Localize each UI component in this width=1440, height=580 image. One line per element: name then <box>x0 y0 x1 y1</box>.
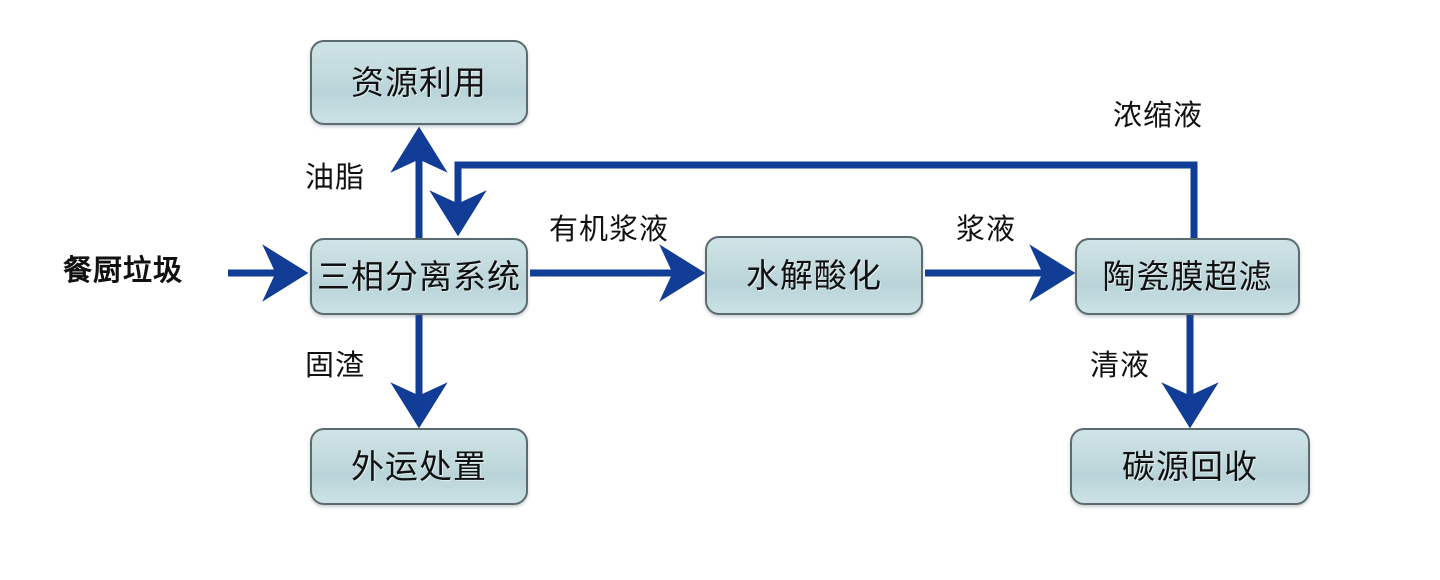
edge-label-concentrate: 浓缩液 <box>1113 98 1204 132</box>
edge-label-kitchen-waste: 餐厨垃圾 <box>63 253 184 287</box>
edge-label-clear-liquid: 清液 <box>1090 348 1151 382</box>
node-external-transport-disposal[interactable]: 外运处置 <box>310 428 528 505</box>
edge-label-slurry: 浆液 <box>956 212 1017 246</box>
edge-label-organic-slurry: 有机浆液 <box>549 212 670 246</box>
node-label: 水解酸化 <box>746 256 882 295</box>
edge-label-oil: 油脂 <box>305 160 366 194</box>
node-carbon-source-recovery[interactable]: 碳源回收 <box>1070 428 1310 505</box>
node-ceramic-membrane-ultrafiltration[interactable]: 陶瓷膜超滤 <box>1075 238 1300 315</box>
node-label: 三相分离系统 <box>317 257 521 296</box>
node-resource-utilization[interactable]: 资源利用 <box>310 40 528 125</box>
node-label: 资源利用 <box>351 63 487 102</box>
node-three-phase-separation[interactable]: 三相分离系统 <box>310 238 528 315</box>
node-label: 陶瓷膜超滤 <box>1102 257 1273 296</box>
node-label: 外运处置 <box>351 447 487 486</box>
node-hydrolysis-acidification[interactable]: 水解酸化 <box>705 236 923 315</box>
node-label: 碳源回收 <box>1122 447 1258 486</box>
edge-label-solid-residue: 固渣 <box>305 348 366 382</box>
